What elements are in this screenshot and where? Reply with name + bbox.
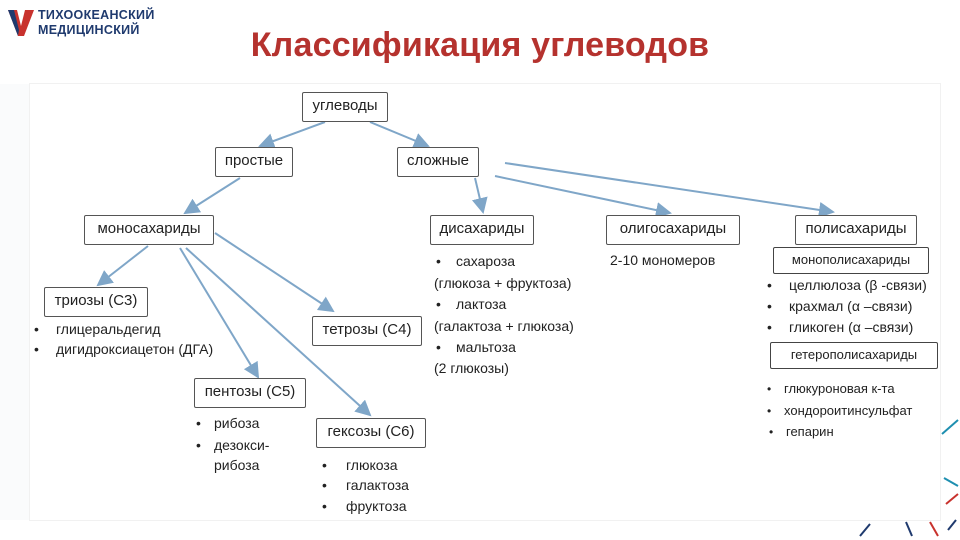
bullet-icon: •: [767, 319, 772, 335]
edge-mono-pentoses: [179, 247, 260, 379]
bullet-icon: •: [196, 415, 201, 431]
logo-mark-icon: [8, 10, 34, 36]
bullet-icon: •: [769, 425, 774, 439]
node-pentoses: пентозы (С5): [194, 378, 306, 408]
node-hexoses: гексозы (С6): [316, 418, 426, 448]
node-disaccharides-label: дисахариды: [439, 220, 525, 237]
node-tetroses: тетрозы (С4): [312, 316, 422, 346]
bullet-icon: •: [436, 253, 441, 269]
edge-simple-mono: [183, 177, 241, 215]
edge-mono-hexoses: [185, 247, 372, 417]
node-homopolysaccharides-label: монополисахариды: [791, 252, 911, 267]
bullet-icon: •: [767, 404, 772, 418]
edge-root-complex: [369, 121, 430, 149]
edge-mono-trioses: [96, 245, 149, 287]
logo-line-1: ТИХООКЕАНСКИЙ: [38, 8, 155, 22]
list-item: сахароза: [456, 253, 516, 269]
diagram-panel: [30, 84, 940, 520]
logo-line-2: МЕДИЦИНСКИЙ: [38, 23, 140, 37]
node-monosaccharides: моносахариды: [84, 215, 214, 245]
list-item: рибоза: [214, 415, 260, 431]
node-pentoses-label: пентозы (С5): [204, 383, 296, 400]
list-item-note: (2 глюкозы): [434, 360, 509, 376]
node-trioses-label: триозы (С3): [54, 292, 138, 309]
list-item: рибоза: [214, 457, 260, 473]
bullet-icon: •: [34, 321, 39, 337]
list-item: крахмал (α –связи): [789, 298, 913, 314]
bullet-icon: •: [767, 277, 772, 293]
edge-root-simple: [258, 121, 326, 149]
list-item: глюкуроновая к-та: [784, 381, 895, 396]
bullet-icon: •: [322, 457, 327, 473]
list-item: целлюлоза (β -связи): [789, 277, 927, 293]
bullet-icon: •: [34, 341, 39, 357]
list-item: гепарин: [786, 424, 834, 439]
node-tetroses-label: тетрозы (С4): [322, 321, 412, 338]
list-item: мальтоза: [456, 339, 516, 355]
edge-mono-tetroses: [214, 232, 335, 313]
logo: ТИХООКЕАНСКИЙ МЕДИЦИНСКИЙ: [8, 6, 158, 38]
node-monosaccharides-label: моносахариды: [97, 220, 201, 237]
node-complex-label: сложные: [406, 152, 470, 169]
node-simple: простые: [215, 147, 293, 177]
list-item: фруктоза: [346, 498, 407, 514]
bullet-icon: •: [767, 382, 772, 396]
list-item: галактоза: [346, 477, 409, 493]
node-complex: сложные: [397, 147, 479, 177]
node-oligosaccharides: олигосахариды: [606, 215, 740, 245]
page-title: Классификация углеводов: [250, 26, 710, 64]
list-item: дигидроксиацетон (ДГА): [56, 341, 214, 357]
list-item: хондороитинсульфат: [784, 403, 913, 418]
node-simple-label: простые: [224, 152, 284, 169]
node-homopolysaccharides: монополисахариды: [773, 247, 929, 274]
list-item-note: (глюкоза + фруктоза): [434, 275, 572, 291]
bullet-icon: •: [436, 339, 441, 355]
node-oligosaccharides-label: олигосахариды: [619, 220, 727, 237]
node-trioses: триозы (С3): [44, 287, 148, 317]
list-item: глицеральдегид: [56, 321, 161, 337]
bullet-icon: •: [196, 437, 201, 453]
list-item: лактоза: [456, 296, 507, 312]
node-heteropolysaccharides-label: гетерополисахариды: [790, 347, 918, 362]
node-hexoses-label: гексозы (С6): [327, 423, 415, 440]
background-decor-bottom: [859, 521, 939, 537]
edge-complex-di: [472, 177, 488, 214]
list-item: глюкоза: [346, 457, 398, 473]
node-heteropolysaccharides: гетерополисахариды: [770, 342, 938, 369]
node-disaccharides: дисахариды: [430, 215, 534, 245]
list-item-note: (галактоза + глюкоза): [434, 318, 574, 334]
edge-complex-oligo: [494, 175, 672, 218]
oligosaccharides-note: 2-10 мономеров: [610, 252, 716, 268]
background-decor-left: [0, 84, 30, 520]
node-carbohydrates-label: углеводы: [312, 97, 378, 114]
background-decor-right: [941, 419, 959, 531]
node-polysaccharides-label: полисахариды: [805, 220, 907, 237]
bullet-icon: •: [436, 296, 441, 312]
list-item: гликоген (α –связи): [789, 319, 914, 335]
node-carbohydrates: углеводы: [302, 92, 388, 122]
node-polysaccharides: полисахариды: [795, 215, 917, 245]
bullet-icon: •: [767, 298, 772, 314]
edge-complex-poly: [504, 162, 835, 218]
bullet-icon: •: [322, 477, 327, 493]
list-item: дезокси-: [214, 437, 270, 453]
bullet-icon: •: [322, 498, 327, 514]
